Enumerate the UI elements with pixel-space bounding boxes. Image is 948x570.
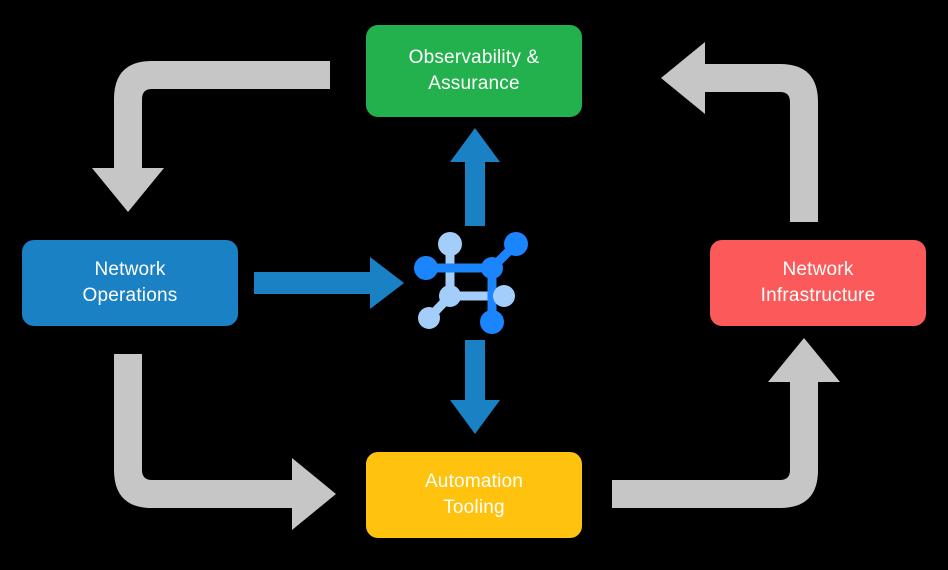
connector-center-to-observability [450, 128, 500, 226]
node-label-network-infrastructure: Network Infrastructure [760, 259, 876, 306]
node-label-automation-tooling: Automation Tooling [424, 471, 524, 518]
connector-infrastructure-to-observability [661, 42, 818, 222]
node-label-network-operations: Network Operations [82, 259, 178, 306]
connector-observability-to-operations [92, 61, 330, 212]
connector-operations-to-automation [114, 354, 336, 530]
node-network-infrastructure[interactable]: Network Infrastructure [710, 240, 926, 326]
connector-operations-to-center [254, 257, 404, 309]
node-network-operations[interactable]: Network Operations [22, 240, 238, 326]
node-observability-assurance[interactable]: Observability & Assurance [366, 25, 582, 117]
network-topology-icon [414, 232, 528, 334]
node-automation-tooling[interactable]: Automation Tooling [366, 452, 582, 538]
node-label-observability-assurance: Observability & Assurance [408, 47, 540, 94]
connector-automation-to-infrastructure [612, 338, 840, 508]
connector-center-to-automation [450, 340, 500, 434]
